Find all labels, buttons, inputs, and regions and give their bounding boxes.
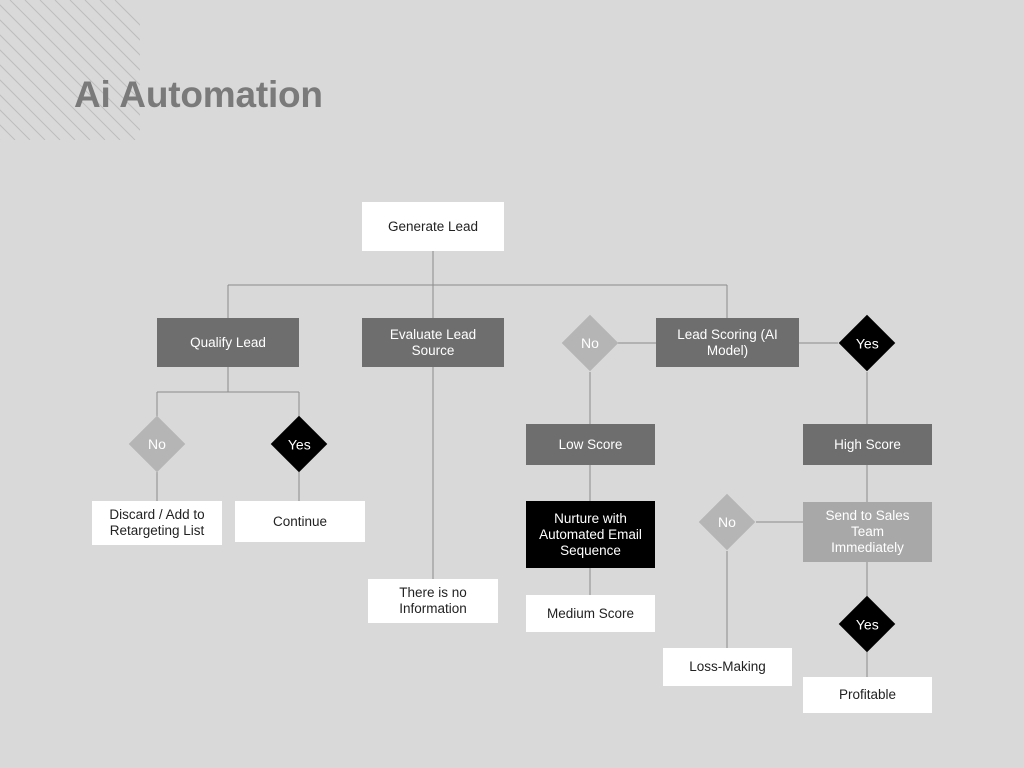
node-label: Send to Sales Team Immediately [825, 508, 910, 555]
node-label: Evaluate Lead Source [389, 326, 477, 358]
node-no-information[interactable]: There is no Information [368, 579, 498, 623]
node-evaluate-lead-source[interactable]: Evaluate Lead Source [362, 318, 504, 367]
node-label: Discard / Add to Retargeting List [109, 507, 205, 538]
node-label: There is no Information [399, 585, 467, 616]
node-loss-making[interactable]: Loss-Making [663, 648, 792, 686]
decision-label: No [718, 514, 736, 530]
decision-label: No [148, 436, 166, 452]
node-profitable[interactable]: Profitable [803, 677, 932, 713]
node-label: Generate Lead [387, 218, 479, 234]
page-title: Ai Automation [74, 74, 323, 115]
node-label: Continue [272, 513, 328, 529]
node-label: Low Score [558, 436, 623, 452]
node-label: Medium Score [546, 605, 635, 621]
node-label: Nurture with Automated Email Sequence [539, 510, 642, 558]
node-nurture-email-sequence[interactable]: Nurture with Automated Email Sequence [526, 501, 655, 568]
node-low-score[interactable]: Low Score [526, 424, 655, 465]
decision-label: Yes [287, 436, 311, 452]
node-medium-score[interactable]: Medium Score [526, 595, 655, 632]
node-high-score[interactable]: High Score [803, 424, 932, 465]
node-label: High Score [834, 436, 901, 452]
node-label: Lead Scoring (AI Model) [677, 326, 778, 358]
node-label: Profitable [838, 687, 897, 702]
node-label: Loss-Making [689, 659, 766, 674]
node-generate-lead[interactable]: Generate Lead [362, 202, 504, 251]
decision-label: Yes [855, 335, 879, 351]
node-continue[interactable]: Continue [235, 501, 365, 542]
node-send-to-sales-team[interactable]: Send to Sales Team Immediately [803, 502, 932, 562]
decision-label: No [581, 335, 599, 351]
node-qualify-lead[interactable]: Qualify Lead [157, 318, 299, 367]
node-lead-scoring[interactable]: Lead Scoring (AI Model) [656, 318, 799, 367]
node-label: Qualify Lead [190, 334, 266, 350]
node-discard-retargeting[interactable]: Discard / Add to Retargeting List [92, 501, 222, 545]
decision-label: Yes [855, 616, 879, 632]
